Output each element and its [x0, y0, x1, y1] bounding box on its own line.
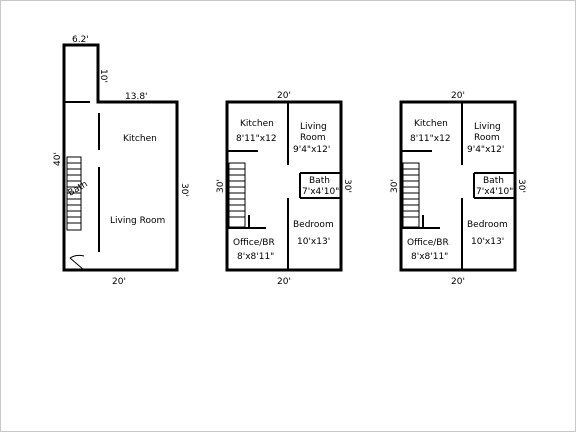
- plan3-dim-right: 30': [516, 179, 526, 193]
- plan2-dim-top: 20': [277, 91, 291, 101]
- plan3-label-bath-size: 7'x4'10": [476, 187, 513, 197]
- plan1-dim-left: 40': [53, 152, 63, 166]
- floor-plan-3: 20' 20' 30' 30' Kitchen 8'11"x12 Living …: [390, 91, 526, 287]
- plan2-label-bath-size: 7'x4'10": [302, 187, 339, 197]
- plan3-label-office: Office/BR: [407, 238, 449, 248]
- plan3-dim-left: 30': [390, 179, 400, 193]
- plan2-dim-bottom: 20': [277, 277, 291, 287]
- plan2-label-living-size: 9'4"x12': [293, 145, 330, 155]
- plan1-label-bath: Bath: [67, 179, 90, 198]
- plan3-label-bedroom-size: 10'x13': [471, 237, 504, 247]
- plan3-label-living-1: Living: [474, 122, 501, 132]
- plan2-label-bedroom: Bedroom: [293, 220, 334, 230]
- plan3-label-bath: Bath: [483, 176, 504, 186]
- plan2-label-office: Office/BR: [233, 238, 275, 248]
- plan2-stairs: [228, 162, 246, 228]
- plan1-label-kitchen: Kitchen: [123, 134, 157, 144]
- plan1-stairs: [66, 156, 82, 231]
- plan1-dim-bottom: 20': [112, 277, 126, 287]
- plan3-dim-bottom: 20': [451, 277, 465, 287]
- plan3-label-kitchen-size: 8'11"x12: [410, 134, 451, 144]
- plan3-label-bedroom: Bedroom: [467, 220, 508, 230]
- plan2-outer-wall: [225, 100, 343, 272]
- floor-plan-1: 6.2' 10' 13.8' 40' 30' 20' Kitchen Livin…: [53, 35, 189, 287]
- plan3-label-living-2: Room: [474, 133, 500, 143]
- plan2-label-living-2: Room: [300, 133, 326, 143]
- plan3-label-living-size: 9'4"x12': [467, 145, 504, 155]
- plan1-dim-right: 30': [179, 183, 189, 197]
- plan2-label-living-1: Living: [300, 122, 327, 132]
- floor-plan-2: 20' 20' 30' 30' Kitchen 8'11"x12 Living …: [216, 91, 352, 287]
- plan1-outer-wall: [62, 43, 179, 272]
- plan2-label-office-size: 8'x8'11": [237, 252, 274, 262]
- plan1-label-living-room: Living Room: [110, 216, 165, 226]
- plan2-label-kitchen-size: 8'11"x12: [236, 134, 277, 144]
- plan2-label-kitchen: Kitchen: [240, 119, 274, 129]
- plan1-dim-right-top: 13.8': [125, 92, 148, 102]
- plan2-dim-left: 30': [216, 179, 226, 193]
- plan2-label-bedroom-size: 10'x13': [297, 237, 330, 247]
- plan1-door: [69, 254, 85, 271]
- plan2-label-bath: Bath: [309, 176, 330, 186]
- plan2-dim-right: 30': [342, 179, 352, 193]
- plan3-outer-wall: [399, 100, 517, 272]
- plan3-stairs: [402, 162, 420, 228]
- plan1-dim-notch: 10': [98, 69, 108, 83]
- plan3-label-kitchen: Kitchen: [414, 119, 448, 129]
- plan3-dim-top: 20': [451, 91, 465, 101]
- plan3-label-office-size: 8'x8'11": [411, 252, 448, 262]
- plan1-dim-top: 6.2': [72, 35, 89, 45]
